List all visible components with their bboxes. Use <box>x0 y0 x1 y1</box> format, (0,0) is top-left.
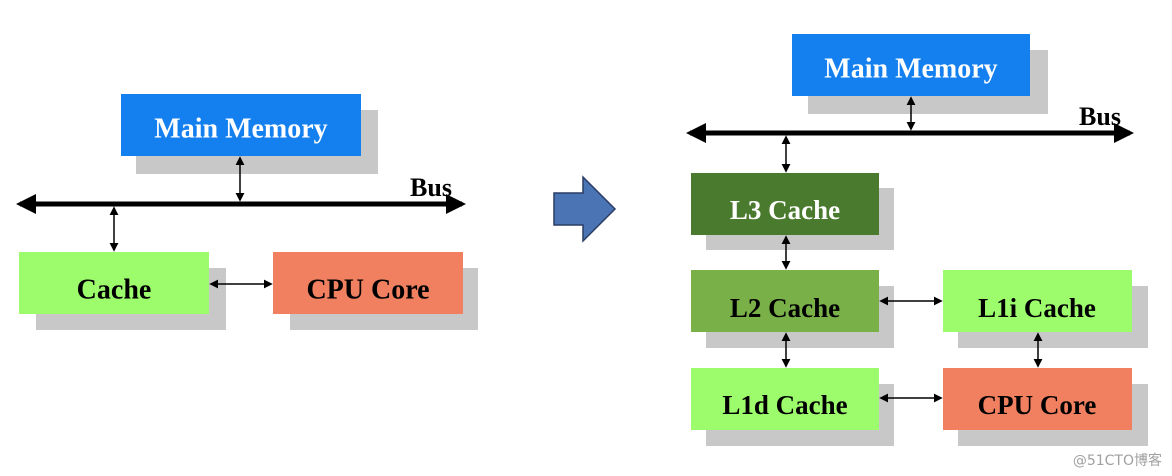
watermark-text: @51CTO博客 <box>1072 453 1162 469</box>
right-arrow-icon <box>553 175 617 243</box>
left-cache-box: Cache <box>19 252 226 330</box>
right-main-memory-label: Main Memory <box>824 53 997 84</box>
right-cpu-core-label: CPU Core <box>978 390 1097 420</box>
right-bus-label: Bus <box>1079 102 1121 131</box>
right-diagram: Main Memory Bus L3 Cache L2 Cache <box>686 34 1148 446</box>
left-bus-label: Bus <box>410 173 452 202</box>
l3-cache-label: L3 Cache <box>730 195 840 225</box>
l1i-cache-label: L1i Cache <box>978 293 1096 323</box>
left-cpu-core-label: CPU Core <box>306 274 429 305</box>
left-cache-label: Cache <box>77 274 152 305</box>
left-main-memory-label: Main Memory <box>154 113 327 144</box>
left-main-memory-box: Main Memory <box>121 94 378 174</box>
left-diagram: Main Memory Bus Cache CPU Core <box>16 94 478 330</box>
l3-cache-box: L3 Cache <box>691 173 894 250</box>
l1d-cache-box: L1d Cache <box>691 368 894 446</box>
l2-cache-box: L2 Cache <box>691 270 894 348</box>
l2-cache-label: L2 Cache <box>730 293 840 323</box>
right-main-memory-box: Main Memory <box>792 34 1048 114</box>
l1i-cache-box: L1i Cache <box>943 270 1148 348</box>
right-cpu-core-box: CPU Core <box>943 368 1148 446</box>
left-cpu-core-box: CPU Core <box>273 252 478 330</box>
l1d-cache-label: L1d Cache <box>722 390 847 420</box>
